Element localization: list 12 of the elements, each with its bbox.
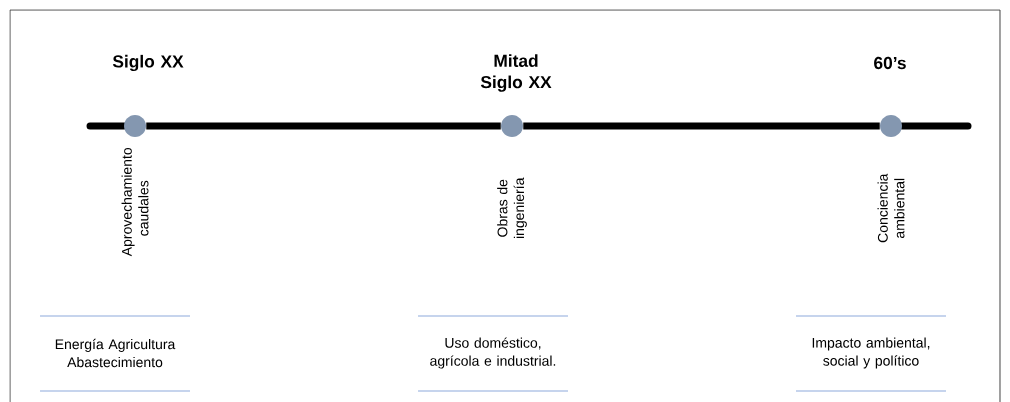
text-band: Energía Agricultura Abastecimiento xyxy=(39,315,191,392)
event-label: Obras de ingeniería xyxy=(497,177,527,239)
text-band: Impacto ambiental, social y político xyxy=(795,315,947,392)
event-label: Aprovechamiento caudales xyxy=(121,147,149,257)
date-heading: Siglo XX xyxy=(112,54,184,72)
text-band: Uso doméstico, agrícola e industrial. xyxy=(417,315,569,392)
timeline-dot xyxy=(880,115,902,137)
timeline-dot xyxy=(501,115,523,137)
date-heading: 60’s xyxy=(874,56,906,70)
timeline-dot xyxy=(124,115,146,137)
event-label: Conciencia ambiental xyxy=(877,173,905,243)
date-heading: Mitad Siglo XX xyxy=(480,54,552,92)
